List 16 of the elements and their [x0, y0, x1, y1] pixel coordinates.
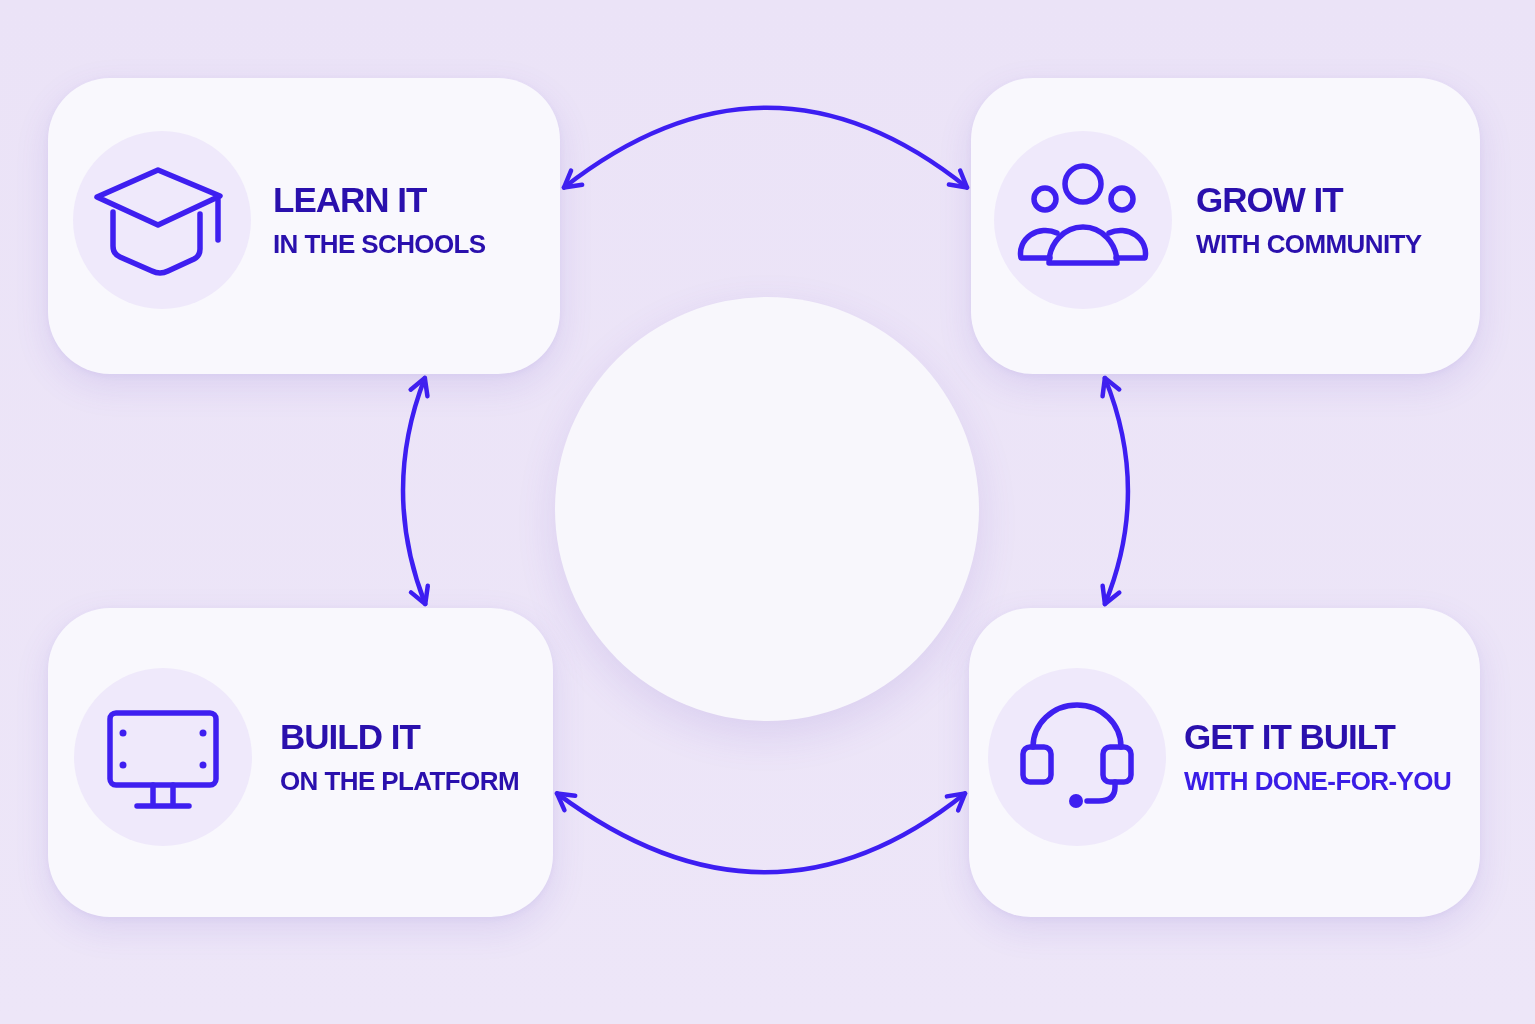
- process-card: [48, 608, 553, 917]
- card-subtitle: WITH COMMUNITY: [1196, 229, 1422, 261]
- curved-arrow: [400, 375, 431, 607]
- process-card: [969, 608, 1480, 917]
- curved-arrow: [554, 791, 968, 875]
- card-subtitle: IN THE SCHOOLS: [273, 229, 486, 261]
- card-heading: BUILD IT: [280, 715, 422, 758]
- process-card: [971, 78, 1480, 374]
- card-heading: GET IT BUILT: [1184, 715, 1397, 758]
- card-heading: GROW IT: [1196, 179, 1345, 222]
- curved-arrow: [1099, 375, 1131, 607]
- card-subtitle: ON THE PLATFORM: [280, 765, 519, 798]
- card-subtitle: WITH DONE-FOR-YOU: [1184, 765, 1452, 798]
- process-card: [48, 78, 560, 374]
- curved-arrow: [561, 105, 970, 190]
- card-heading: LEARN IT: [273, 179, 428, 222]
